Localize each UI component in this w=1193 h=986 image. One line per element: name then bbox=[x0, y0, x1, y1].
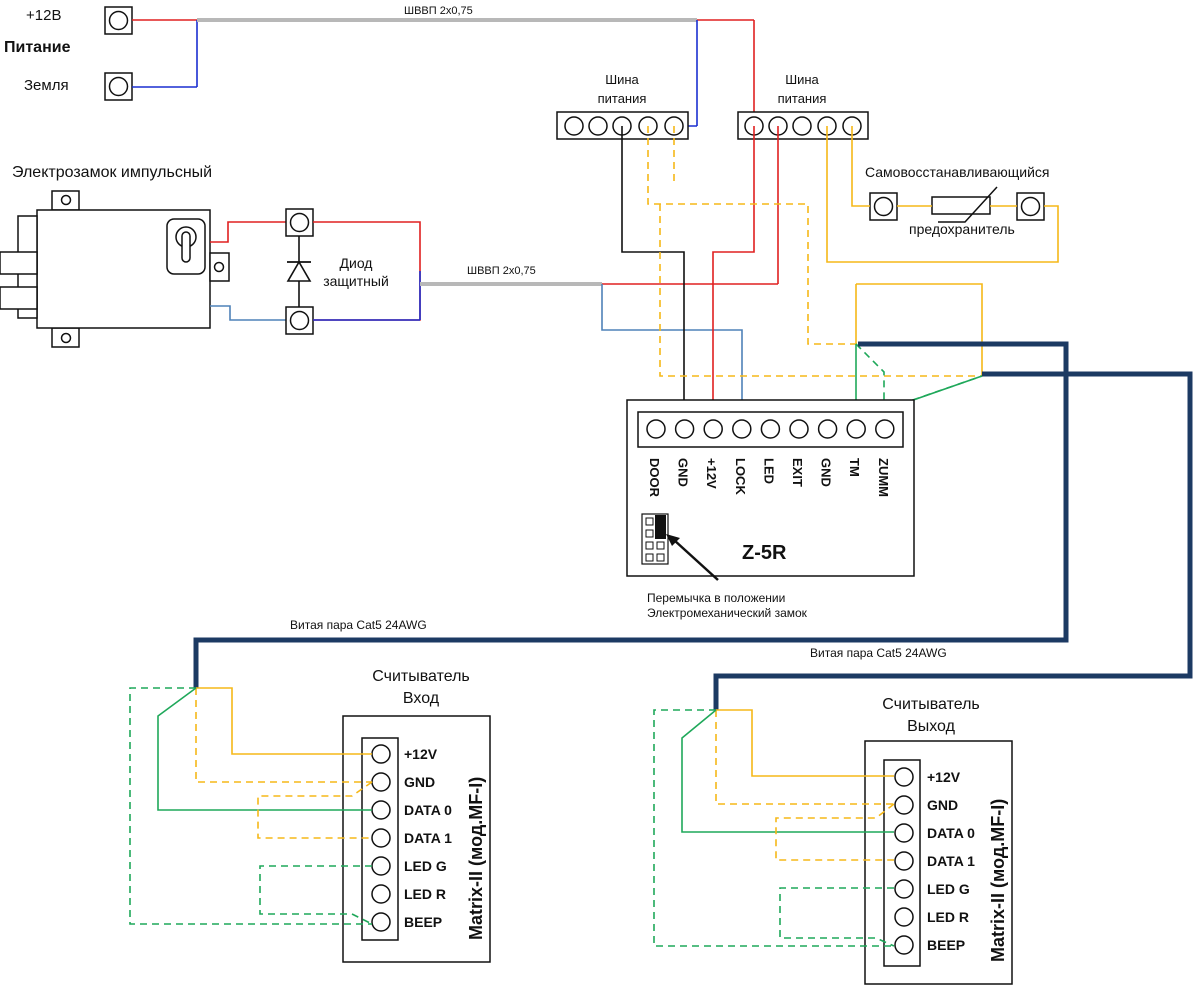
reader-in-model: Matrix-II (мод.MF-I) bbox=[466, 777, 486, 940]
controller-terminal bbox=[817, 419, 838, 439]
power-ground-label: Земля bbox=[24, 77, 69, 94]
controller-terminal-label: EXIT bbox=[790, 458, 805, 487]
reader-pin-label: LED G bbox=[404, 858, 447, 874]
controller-terminal bbox=[846, 419, 866, 439]
reader-pin bbox=[894, 795, 914, 815]
controller-terminal-label: +12V bbox=[704, 458, 719, 489]
controller-terminal bbox=[875, 419, 895, 439]
reader-in-title-2: Вход bbox=[403, 690, 440, 707]
jumper-note-2: Электромеханический замок bbox=[647, 606, 808, 620]
reader-pin bbox=[894, 935, 914, 955]
reader-pin bbox=[894, 907, 914, 927]
jumper-note-1: Перемычка в положении bbox=[647, 591, 785, 605]
fuse-label-1: Самовосстанавливающийся bbox=[865, 164, 1050, 180]
fuse-label-2: предохранитель bbox=[909, 221, 1015, 237]
top-power-cable: ШВВП 2х0,75 bbox=[132, 5, 755, 127]
jumper-block bbox=[641, 513, 669, 565]
controller-terminal bbox=[732, 419, 752, 439]
reader-pin-label: LED G bbox=[927, 881, 970, 897]
controller-terminal bbox=[674, 419, 695, 439]
reader-pin bbox=[371, 856, 391, 876]
reader-pin bbox=[371, 772, 391, 792]
power-title: Питание bbox=[4, 39, 71, 56]
power-supply: +12В Питание Земля bbox=[4, 6, 133, 101]
reader-pin-label: +12V bbox=[927, 769, 961, 785]
lock-cable-label: ШВВП 2х0,75 bbox=[467, 265, 536, 277]
arrow-icon bbox=[666, 534, 680, 546]
controller-terminal-label: LOCK bbox=[733, 458, 748, 495]
reader-pin bbox=[894, 767, 914, 787]
reader-pin-label: LED R bbox=[404, 886, 446, 902]
power-plus-label: +12В bbox=[26, 7, 61, 24]
controller-wiring: Витая пара Cat5 24AWG Витая пара Cat5 24… bbox=[193, 126, 1193, 710]
controller-terminal bbox=[646, 419, 666, 439]
reader-pin bbox=[371, 912, 391, 932]
controller-terminal-label: GND bbox=[819, 458, 834, 487]
bus-right: Шина питания bbox=[737, 72, 869, 140]
reader-pin-label: BEEP bbox=[404, 914, 442, 930]
reader-out-cable-label: Витая пара Cat5 24AWG bbox=[810, 646, 947, 660]
reader-pin bbox=[371, 884, 391, 904]
controller-name: Z-5R bbox=[742, 542, 787, 564]
reader-pin-label: LED R bbox=[927, 909, 969, 925]
reader-pin-label: DATA 1 bbox=[927, 853, 975, 869]
top-cable-label: ШВВП 2х0,75 bbox=[404, 5, 473, 17]
controller-z5r: DOOR GND +12V LOCK LED EXIT GND TM ZUMM Z-5R Пер… bbox=[626, 399, 915, 620]
electric-lock: Электрозамок импульсный bbox=[0, 164, 286, 348]
reader-pin-label: GND bbox=[927, 797, 958, 813]
reader-pin bbox=[371, 744, 391, 764]
reader-pin-label: +12V bbox=[404, 746, 438, 762]
lock-cable: ШВВП 2х0,75 bbox=[420, 265, 602, 286]
reader-pin-label: BEEP bbox=[927, 937, 965, 953]
protection-diode: Диод защитный bbox=[285, 208, 421, 335]
reader-pin bbox=[371, 828, 391, 848]
reader-pin bbox=[894, 879, 914, 899]
controller-terminal bbox=[789, 419, 809, 439]
reader-pin-label: DATA 0 bbox=[927, 825, 975, 841]
bus-left-label-1: Шина bbox=[605, 72, 639, 87]
reader-pin bbox=[371, 800, 391, 820]
reader-pin bbox=[894, 823, 914, 843]
fuse-body bbox=[931, 196, 991, 215]
diode-label-1: Диод bbox=[340, 255, 373, 271]
controller-terminal-label: LED bbox=[761, 458, 776, 484]
lock-title: Электрозамок импульсный bbox=[12, 164, 212, 181]
reader-in-title-1: Считыватель bbox=[372, 668, 470, 685]
reader-pin-label: GND bbox=[404, 774, 435, 790]
controller-terminal bbox=[703, 419, 723, 439]
controller-terminal-label: TM bbox=[847, 458, 862, 477]
power-plus-terminal-screw bbox=[108, 10, 129, 31]
controller-terminal bbox=[760, 419, 781, 439]
diode-icon bbox=[286, 260, 312, 282]
fuse: Самовосстанавливающийся предохранитель bbox=[865, 164, 1050, 237]
reader-in: Считыватель Вход +12V GND DATA 0 DATA 1 LED … bbox=[129, 668, 491, 963]
reader-pin-label: DATA 1 bbox=[404, 830, 452, 846]
controller-terminal-label: ZUMM bbox=[876, 458, 891, 497]
controller-terminal-label: DOOR bbox=[647, 458, 662, 498]
reader-out-title-2: Выход bbox=[907, 718, 956, 735]
bus-right-label-1: Шина bbox=[785, 72, 819, 87]
controller-terminal-label: GND bbox=[676, 458, 691, 487]
reader-pin-label: DATA 0 bbox=[404, 802, 452, 818]
reader-pin bbox=[894, 851, 914, 871]
bus-left-label-2: питания bbox=[598, 91, 647, 106]
reader-out-model: Matrix-II (мод.MF-I) bbox=[988, 799, 1008, 962]
reader-in-cable-label: Витая пара Cat5 24AWG bbox=[290, 618, 427, 632]
power-ground-terminal-screw bbox=[108, 76, 129, 97]
reader-out-title-1: Считыватель bbox=[882, 696, 980, 713]
bus-right-label-2: питания bbox=[778, 91, 827, 106]
reader-out: Считыватель Выход +12V GND DATA 0 DATA 1 LED… bbox=[653, 696, 1013, 985]
diode-label-2: защитный bbox=[323, 273, 389, 289]
